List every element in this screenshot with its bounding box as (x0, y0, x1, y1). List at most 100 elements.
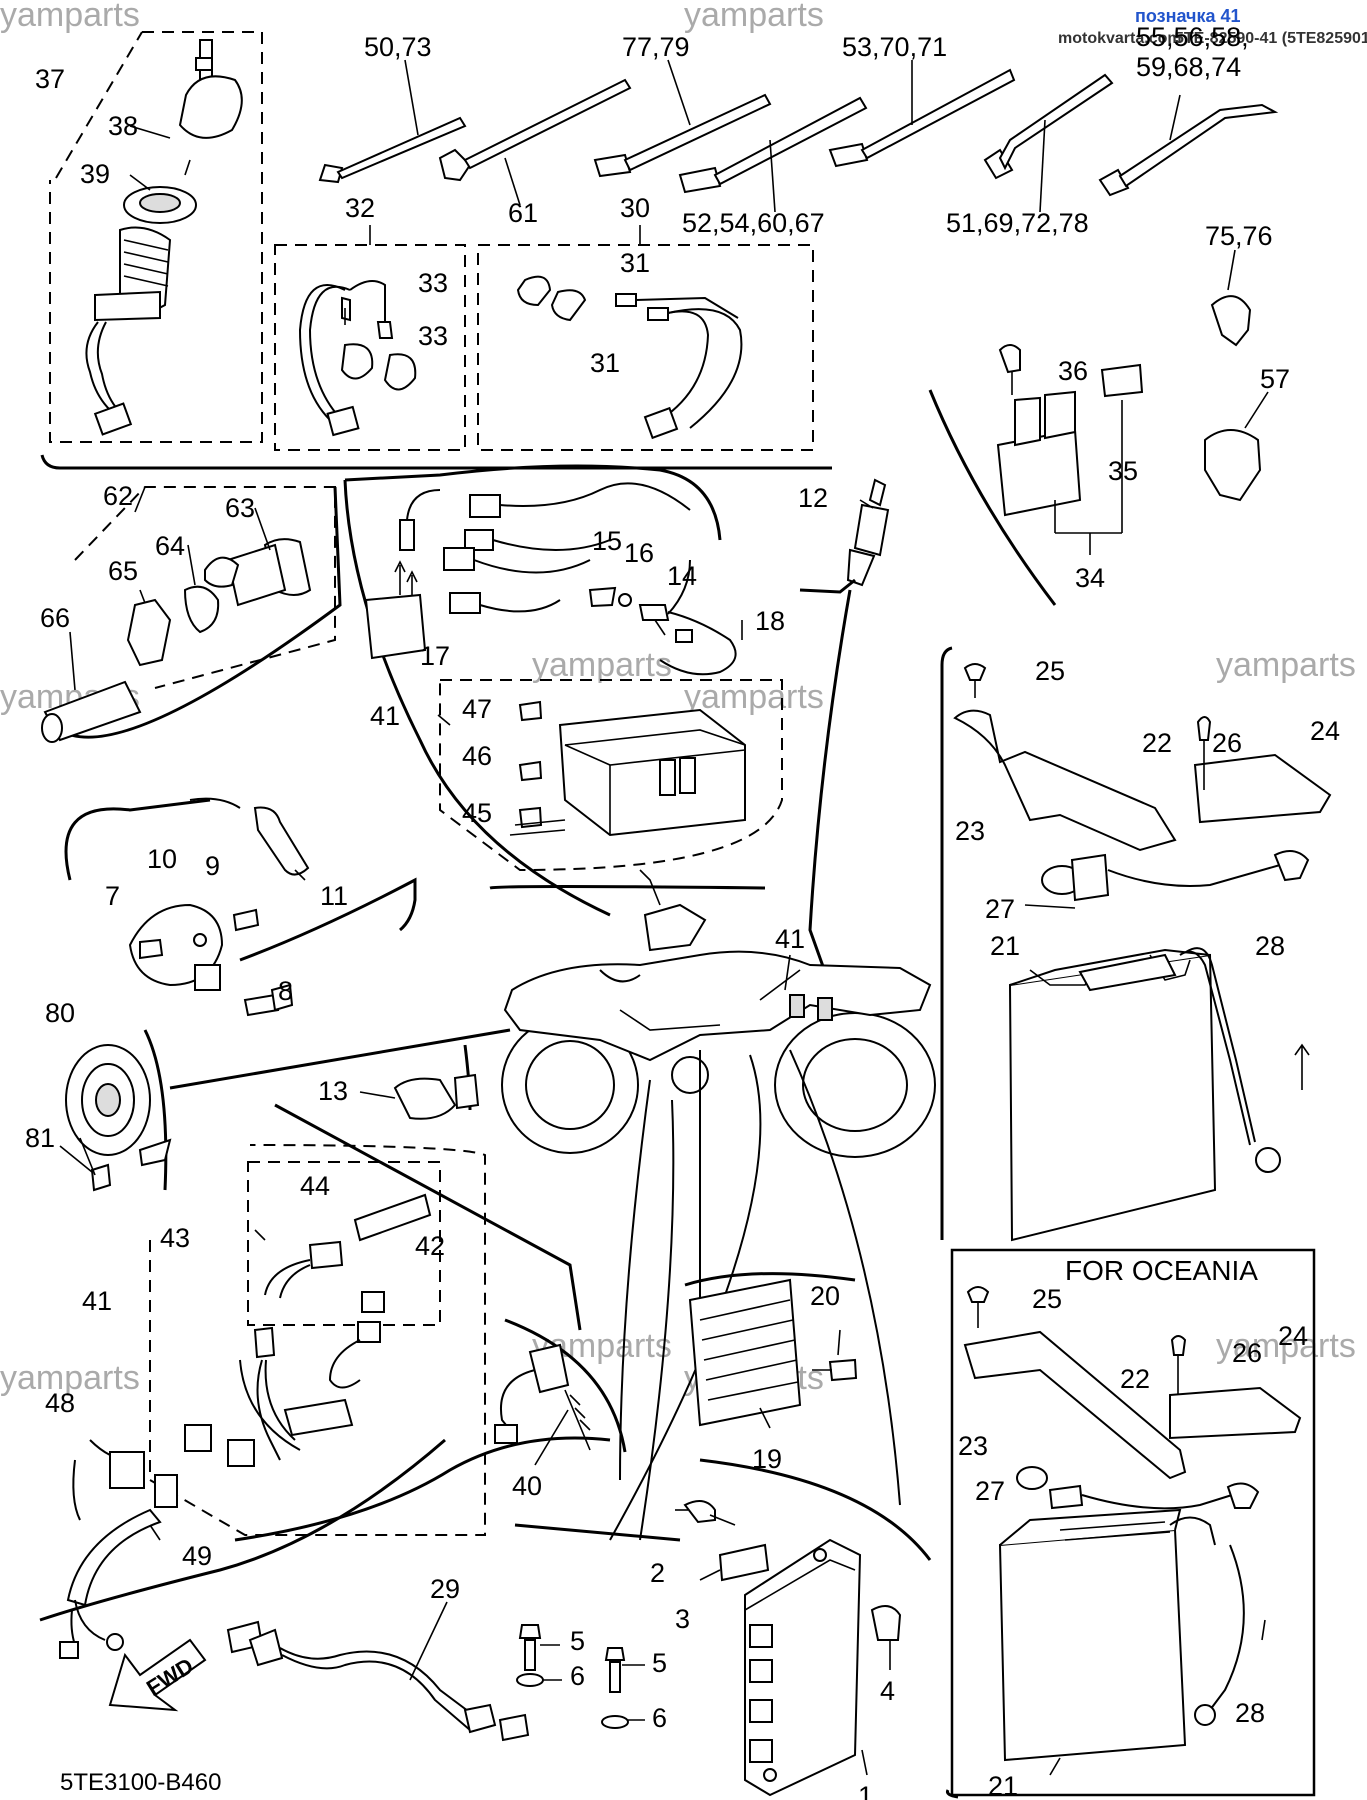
callout-label: 20 (810, 1281, 840, 1311)
fwd-arrow: FWD (108, 1638, 207, 1712)
cdi-unit (675, 1458, 932, 1797)
callout-label: 29 (430, 1574, 460, 1604)
callout-label: 42 (415, 1231, 445, 1261)
callout-label: 31 (620, 248, 650, 278)
callout-label: 50,73 (364, 32, 432, 62)
cable-ties-group (318, 59, 1279, 213)
callout-label: 45 (462, 798, 492, 828)
lead-29 (226, 1601, 530, 1742)
callout-label: 49 (182, 1541, 212, 1571)
main-switch-assembly (49, 31, 263, 443)
callout-label: 25 (1032, 1284, 1062, 1314)
callout-label: 24 (1310, 716, 1340, 746)
sub-harness-48-49 (39, 1438, 446, 1659)
callout-label: 39 (80, 159, 110, 189)
callout-label: 47 (462, 694, 492, 724)
callout-label: 33 (418, 268, 448, 298)
callout-label: 27 (985, 894, 1015, 924)
callout-label: 40 (512, 1471, 542, 1501)
header-partno: 5TE-82590-41 (5TE825901000) (1175, 30, 1367, 47)
fuse-box-assembly (343, 464, 783, 917)
callout-label: 26 (1232, 1338, 1262, 1368)
watermark: yamparts (532, 646, 672, 684)
wire-lead-32-assembly (274, 225, 466, 451)
spark-plug (799, 478, 890, 594)
callout-label: 62 (103, 481, 133, 511)
callout-label: 21 (988, 1771, 1018, 1800)
callout-label: 33 (418, 321, 448, 351)
callout-label: 64 (155, 531, 185, 561)
socket-assembly (41, 486, 342, 743)
callout-label: 52,54,60,67 (682, 208, 825, 238)
callout-label: 25 (1035, 656, 1065, 686)
callout-label: 80 (45, 998, 75, 1028)
callout-label: 48 (45, 1388, 75, 1418)
callout-label: 5 (652, 1648, 667, 1678)
callout-label: 15 (592, 526, 622, 556)
callout-label: 16 (624, 538, 654, 568)
starter-relay-assembly (928, 344, 1144, 606)
callout-label: 23 (955, 816, 985, 846)
callout-label: 12 (798, 483, 828, 513)
callout-label: 37 (35, 64, 65, 94)
callout-label: 28 (1255, 931, 1285, 961)
callout-label: 1 (858, 1781, 873, 1800)
sensor-40 (494, 1318, 627, 1466)
callout-label: 61 (508, 198, 538, 228)
callout-label: 18 (755, 606, 785, 636)
battery-assembly (940, 646, 1332, 1242)
callout-label: 14 (667, 561, 697, 591)
oceania-title: FOR OCEANIA (1065, 1255, 1258, 1286)
callout-label: 75,76 (1205, 221, 1273, 251)
watermark: yamparts (0, 1359, 140, 1397)
horn (59, 1028, 511, 1192)
watermark: yamparts (684, 0, 824, 34)
callout-label: 11 (320, 881, 348, 911)
callout-label: 31 (590, 348, 620, 378)
callout-label: 57 (1260, 364, 1290, 394)
bolts-and-washers (514, 1523, 681, 1729)
callout-label: 21 (990, 931, 1020, 961)
callout-label: 27 (975, 1476, 1005, 1506)
callout-label: 32 (345, 193, 375, 223)
callout-label: 81 (25, 1123, 55, 1153)
callout-label: 77,79 (622, 32, 690, 62)
callout-label: 28 (1235, 1698, 1265, 1728)
callout-label: 53,70,71 (842, 32, 947, 62)
callout-label: 44 (300, 1171, 330, 1201)
watermark: yamparts (1216, 646, 1356, 684)
callout-label: 10 (147, 844, 177, 874)
callout-label: 22 (1120, 1364, 1150, 1394)
neutral-switch (359, 1044, 480, 1120)
header-link[interactable]: позначка 41 (1135, 6, 1241, 26)
callout-label: 30 (620, 193, 650, 223)
watermark: yamparts (1216, 1327, 1356, 1365)
callout-label: 4 (880, 1676, 895, 1706)
callout-label: 17 (420, 641, 450, 671)
callout-label: 5 (570, 1626, 585, 1656)
lower-harness-assembly (149, 1103, 611, 1542)
callout-label: 3 (675, 1604, 690, 1634)
callout-label: 38 (108, 111, 138, 141)
wire-clamps (1204, 249, 1269, 502)
callout-label: 41 (775, 924, 805, 954)
callout-label: 63 (225, 493, 255, 523)
callout-label: 36 (1058, 356, 1088, 386)
diagram-code: 5TE3100-B460 (60, 1769, 221, 1796)
rectifier-regulator (684, 1272, 858, 1429)
callout-label: 46 (462, 741, 492, 771)
callout-label: 41 (82, 1286, 112, 1316)
callout-label: 7 (105, 881, 120, 911)
callout-label: 6 (570, 1661, 585, 1691)
callout-label: 35 (1108, 456, 1138, 486)
header-overlap-labels: 55,56,58, (1136, 22, 1249, 52)
callout-label: 9 (205, 851, 220, 881)
callout-label: 41 (370, 701, 400, 731)
callout-label: 65 (108, 556, 138, 586)
callout-label: 43 (160, 1223, 190, 1253)
watermark: yamparts (684, 678, 824, 716)
callout-label: 13 (318, 1076, 348, 1106)
oceania-battery-assembly (950, 1248, 1316, 1797)
callout-label: 2 (650, 1558, 665, 1588)
